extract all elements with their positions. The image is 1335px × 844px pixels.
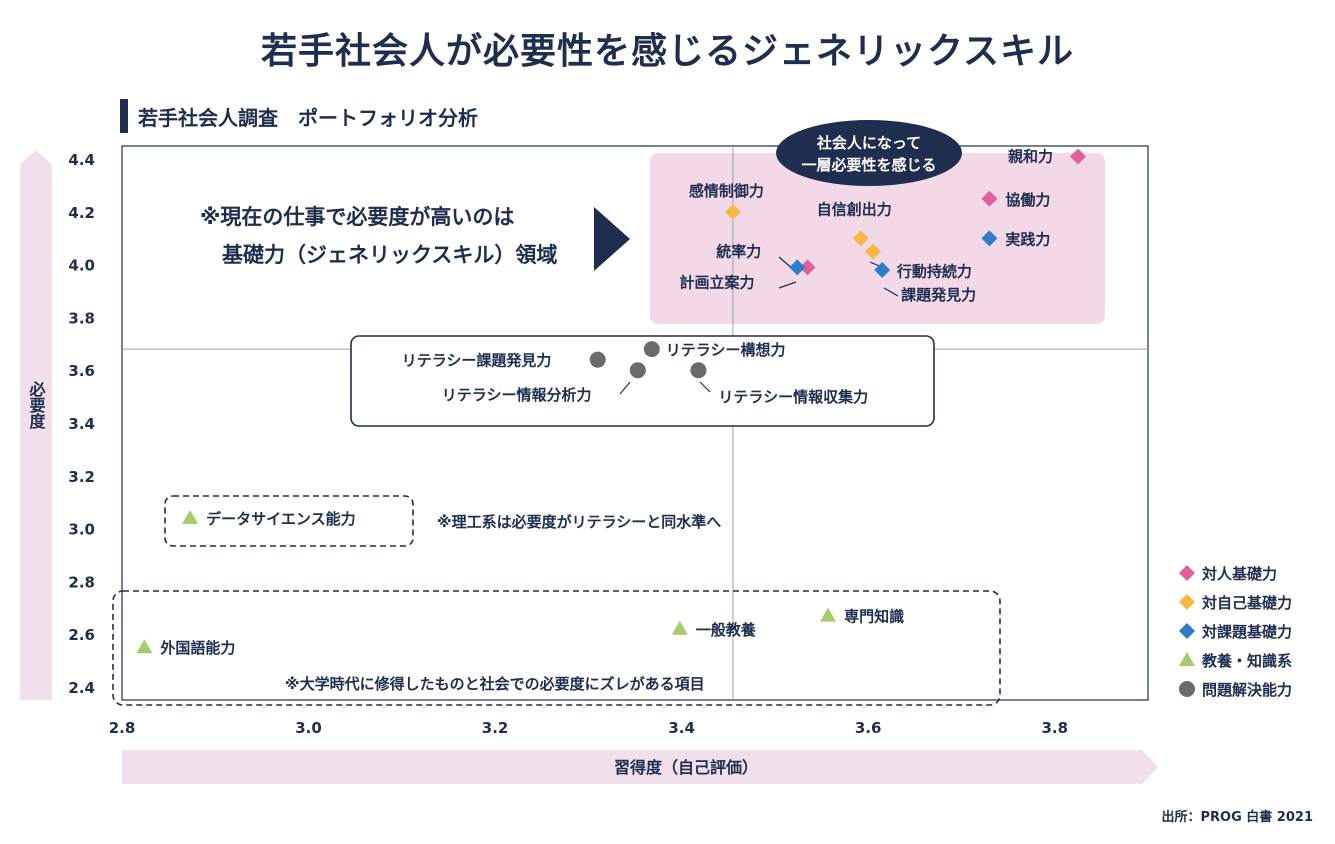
data-point-label: 専門知識 xyxy=(844,608,904,626)
data-point xyxy=(671,620,688,635)
data-point-label: 自信創出力 xyxy=(817,200,892,218)
data-point xyxy=(874,261,891,278)
note-science: ※理工系は必要度がリテラシーと同水準へ xyxy=(437,513,721,531)
callout-bubble-line2: 一層必要性を感じる xyxy=(801,156,936,174)
literacy-group-box xyxy=(350,335,935,427)
data-point-label: リテラシー課題発見力 xyxy=(402,352,552,370)
legend-marker xyxy=(1179,623,1195,639)
label-connector xyxy=(619,381,631,395)
y-tick-label: 4.0 xyxy=(68,257,95,275)
legend-marker xyxy=(1179,565,1195,581)
data-point-label: 一般教養 xyxy=(696,621,757,639)
data-point xyxy=(724,203,741,220)
x-tick-label: 3.6 xyxy=(855,719,882,737)
data-point-label: リテラシー情報分析力 xyxy=(442,386,592,404)
data-science-group-box xyxy=(164,495,414,547)
legend-label: 対人基礎力 xyxy=(1201,565,1277,583)
y-tick-label: 4.2 xyxy=(68,204,95,222)
data-point xyxy=(690,362,707,379)
callout-bubble xyxy=(776,120,962,186)
x-tick-label: 3.4 xyxy=(668,719,695,737)
data-point xyxy=(629,362,646,379)
note-main-line1: ※現在の仕事で必要度が高いのは xyxy=(200,205,514,229)
legend-marker xyxy=(1179,652,1195,666)
x-axis-title: 習得度（自己評価） xyxy=(614,758,758,777)
y-axis-title: 必要度 xyxy=(27,380,47,430)
data-point xyxy=(643,341,660,358)
data-point-label: 外国語能力 xyxy=(159,639,235,657)
data-point xyxy=(852,230,869,247)
knowledge-group-box xyxy=(112,590,1001,706)
axis-ticks: 2.8 3.0 3.2 3.4 3.6 3.8 2.4 2.6 2.8 3.0 3.2 3.4 3.6 3… xyxy=(68,151,1068,737)
page-title: 若手社会人が必要性を感じるジェネリックスキル xyxy=(261,31,1074,72)
data-point xyxy=(182,509,199,524)
data-point-label: 親和力 xyxy=(1008,148,1053,166)
x-tick-label: 3.0 xyxy=(295,719,322,737)
data-point-label: リテラシー情報収集力 xyxy=(718,388,868,406)
label-connector xyxy=(778,281,797,289)
data-point-label: リテラシー構想力 xyxy=(666,341,786,359)
legend-label: 問題解決能力 xyxy=(1202,681,1292,699)
label-connector xyxy=(699,381,711,393)
y-tick-label: 3.4 xyxy=(68,415,95,433)
data-point-label: 行動持続力 xyxy=(896,263,972,281)
data-point-label: 計画立案力 xyxy=(680,273,755,291)
legend-marker xyxy=(1179,681,1195,697)
data-point xyxy=(799,259,816,276)
legend-label: 教養・知識系 xyxy=(1201,652,1292,670)
note-main-line2: 基礎力（ジェネリックスキル）領域 xyxy=(222,243,557,267)
x-tick-label: 3.8 xyxy=(1041,719,1068,737)
data-point-label: 実践力 xyxy=(1005,230,1050,248)
data-point xyxy=(1070,148,1087,165)
callout-bubble-line1: 社会人になって xyxy=(816,134,921,152)
y-tick-label: 3.0 xyxy=(68,521,95,539)
label-connector xyxy=(883,287,899,297)
x-tick-label: 3.2 xyxy=(482,719,509,737)
data-point-label: 統率力 xyxy=(716,242,761,260)
data-point-label: 感情制御力 xyxy=(689,182,764,200)
subtitle-accent-bar xyxy=(120,99,128,133)
data-point xyxy=(820,607,837,622)
y-tick-label: 2.8 xyxy=(68,573,95,591)
data-point xyxy=(589,351,606,368)
legend-marker xyxy=(1179,594,1195,610)
data-point xyxy=(864,243,881,260)
y-tick-label: 3.8 xyxy=(68,309,95,327)
data-points xyxy=(136,148,1087,654)
y-tick-label: 3.2 xyxy=(68,468,95,486)
y-tick-label: 4.4 xyxy=(68,151,95,169)
y-axis-band xyxy=(20,150,52,700)
data-point-label: 協働力 xyxy=(1005,191,1050,209)
plot-frame xyxy=(121,145,1149,701)
y-tick-label: 2.4 xyxy=(68,679,95,697)
data-point xyxy=(789,259,806,276)
x-tick-label: 2.8 xyxy=(109,719,136,737)
x-axis-band xyxy=(122,750,1158,784)
y-tick-label: 3.6 xyxy=(68,362,95,380)
note-gap: ※大学時代に修得したものと社会での必要度にズレがある項目 xyxy=(285,675,705,693)
data-point-label: 課題発見力 xyxy=(901,286,976,304)
data-point xyxy=(981,190,998,207)
data-point-label: データサイエンス能力 xyxy=(206,510,356,528)
source-note: 出所：PROG 白書 2021 xyxy=(1161,810,1314,825)
chart-subtitle: 若手社会人調査 ポートフォリオ分析 xyxy=(138,106,478,130)
note-arrow-icon xyxy=(594,207,630,271)
legend-label: 対課題基礎力 xyxy=(1201,623,1292,641)
data-point xyxy=(981,230,998,247)
data-point xyxy=(136,639,153,654)
y-tick-label: 2.6 xyxy=(68,626,95,644)
legend-label: 対自己基礎力 xyxy=(1201,594,1292,612)
